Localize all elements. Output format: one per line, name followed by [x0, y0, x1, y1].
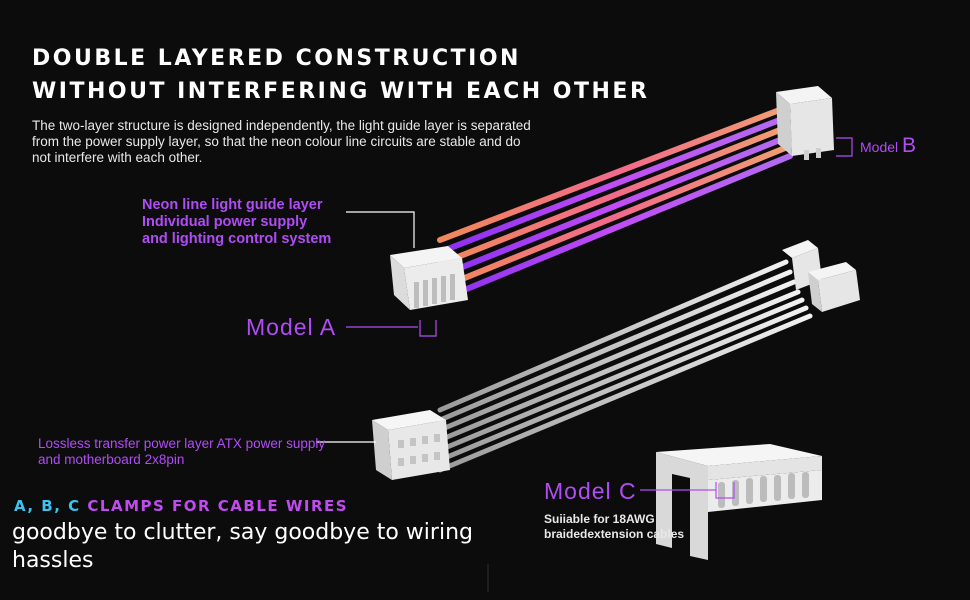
- model-c-note-line-1: Suiiable for 18AWG: [544, 512, 655, 526]
- white-cable-far-connectors: [782, 240, 860, 312]
- tagline: goodbye to clutter, say goodbye to wirin…: [12, 520, 473, 573]
- neon-callout-line: [346, 211, 415, 248]
- headline: DOUBLE LAYERED CONSTRUCTION WITHOUT INTE…: [32, 46, 650, 104]
- model-b-label: Model B: [860, 134, 916, 158]
- model-c-bracket: [715, 482, 735, 499]
- model-b-letter: B: [902, 134, 917, 157]
- model-c-note-line-2: braidedextension cables: [544, 527, 685, 541]
- neon-layer-label: Neon line light guide layer Individual p…: [142, 197, 331, 248]
- model-a-label: Model A: [246, 314, 337, 340]
- model-b-connector: [776, 86, 834, 160]
- neon-layer-line-2: Individual power supply: [142, 214, 308, 230]
- white-cable-near-connector: [372, 410, 450, 480]
- clamps-title-abc: A, B, C: [14, 497, 88, 515]
- neon-layer-line-1: Neon line light guide layer: [142, 197, 323, 213]
- model-a-bracket: [419, 320, 437, 337]
- neon-layer-line-3: and lighting control system: [142, 231, 332, 247]
- model-c-clamp: [656, 444, 822, 560]
- model-b-prefix: Model: [860, 139, 903, 155]
- model-a-near-connector: [390, 246, 468, 310]
- model-a-neon-cable: [390, 86, 834, 310]
- model-b-bracket: [836, 137, 853, 157]
- model-c-note: Suiiable for 18AWG braidedextension cabl…: [544, 512, 714, 542]
- intro-paragraph: The two-layer structure is designed inde…: [32, 118, 531, 165]
- model-c-label: Model C: [544, 478, 637, 504]
- clamps-title-rest: CLAMPS FOR CABLE WIRES: [87, 497, 349, 515]
- power-layer-label: Lossless transfer power layer ATX power …: [38, 436, 326, 467]
- clamps-title: A, B, C CLAMPS FOR CABLE WIRES: [14, 497, 348, 515]
- callout-lines: [316, 137, 853, 592]
- model-b-white-cable: [372, 240, 860, 480]
